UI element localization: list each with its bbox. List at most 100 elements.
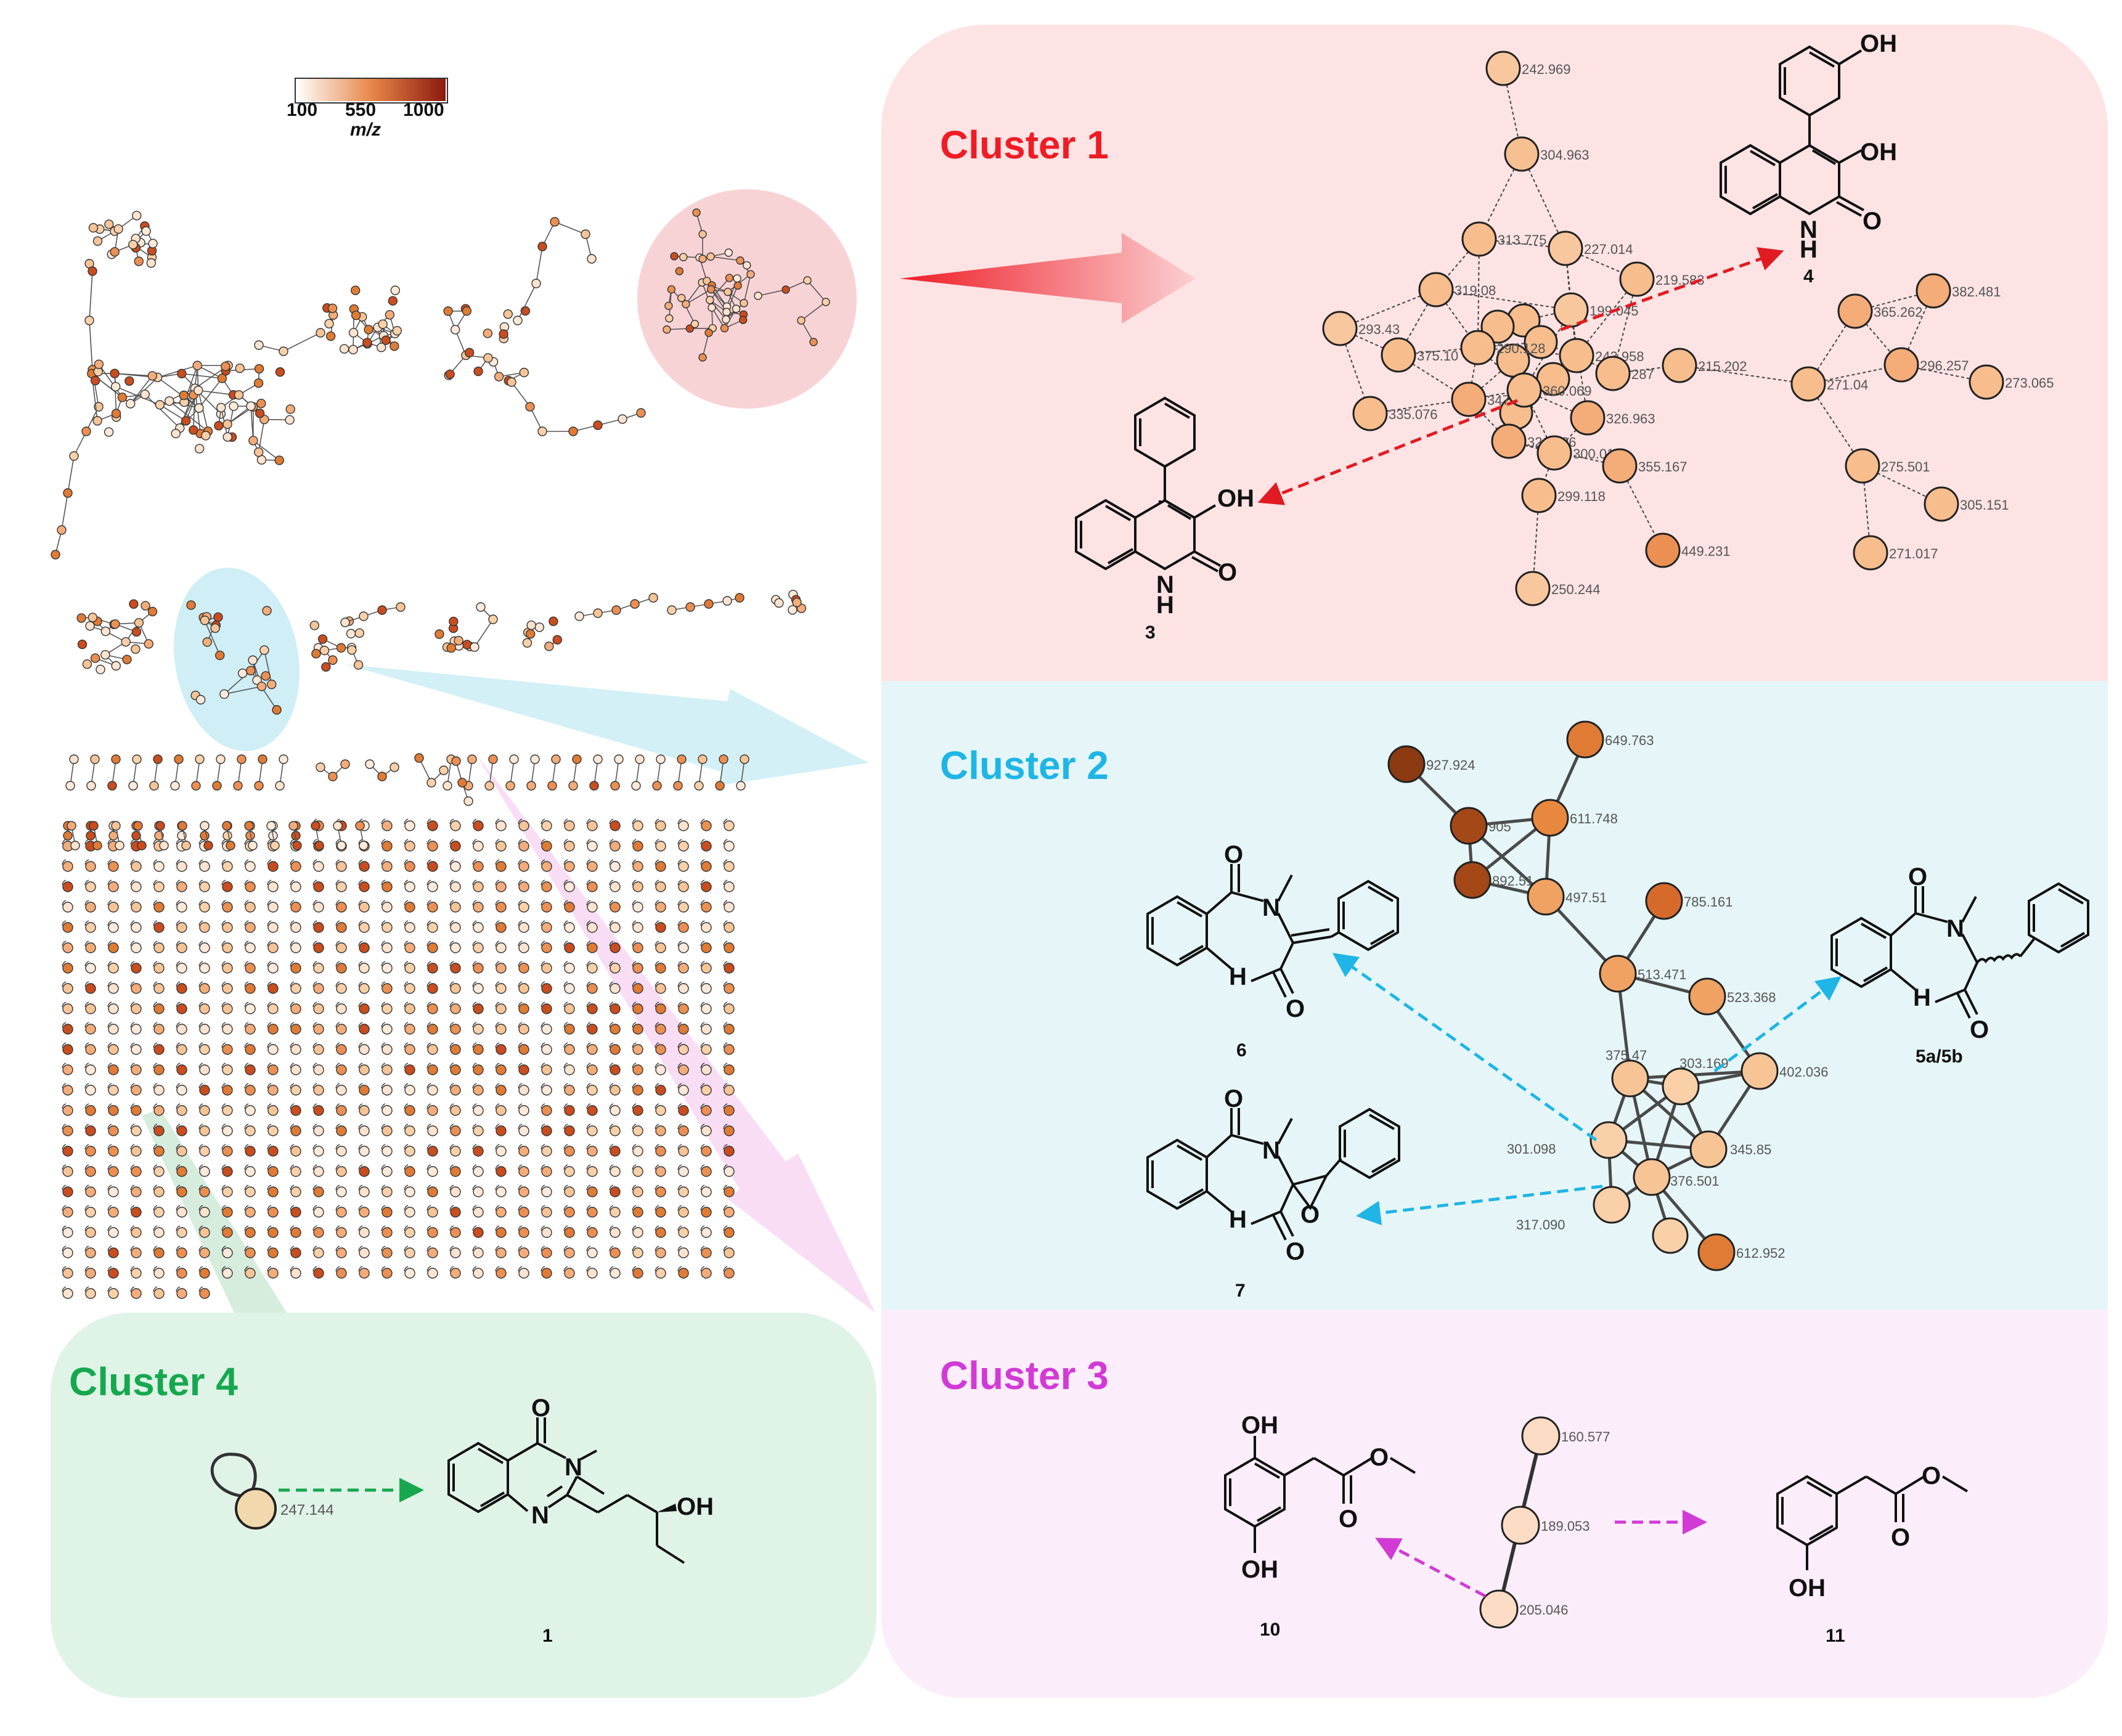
overview-node xyxy=(108,1064,119,1075)
overview-node xyxy=(359,922,370,933)
overview-self-loop xyxy=(335,1103,340,1109)
compound-number: 5a/5b xyxy=(1916,1046,1963,1067)
overview-self-loop xyxy=(221,1123,226,1130)
overview-self-loop xyxy=(541,1103,545,1109)
overview-node xyxy=(427,902,438,913)
overview-self-loop xyxy=(518,1225,523,1231)
overview-node xyxy=(473,820,484,831)
overview-self-loop xyxy=(267,1062,272,1069)
overview-self-loop xyxy=(312,1042,317,1048)
overview-node xyxy=(513,316,523,325)
overview-node xyxy=(131,1288,142,1299)
overview-self-loop xyxy=(62,1164,67,1170)
overview-self-loop xyxy=(335,1184,340,1191)
overview-node xyxy=(655,963,666,974)
overview-node xyxy=(678,841,689,852)
overview-self-loop xyxy=(426,879,431,886)
overview-self-loop xyxy=(381,1205,386,1211)
overview-node xyxy=(63,831,73,841)
overview-self-loop xyxy=(62,859,67,865)
overview-self-loop xyxy=(586,961,591,967)
overview-self-loop xyxy=(563,1245,568,1252)
overview-node xyxy=(359,1268,370,1279)
overview-node xyxy=(724,841,735,852)
overview-node xyxy=(245,1186,256,1197)
cluster2-node xyxy=(1662,1067,1700,1106)
overview-self-loop xyxy=(655,1144,659,1150)
overview-node xyxy=(724,820,735,831)
overview-node xyxy=(735,593,745,603)
overview-node xyxy=(678,922,689,933)
overview-node xyxy=(722,315,730,324)
overview-self-loop xyxy=(723,859,728,865)
overview-edge xyxy=(474,619,494,648)
overview-node xyxy=(404,1247,415,1258)
overview-node xyxy=(153,902,165,913)
overview-node xyxy=(610,781,620,791)
overview-node xyxy=(359,1227,370,1238)
overview-node xyxy=(632,1105,643,1116)
overview-self-loop xyxy=(586,1103,591,1109)
overview-self-loop xyxy=(586,900,591,906)
overview-self-loop xyxy=(221,1225,226,1231)
mol-label: OH xyxy=(1860,30,1897,57)
overview-self-loop xyxy=(84,1062,89,1069)
cluster1-node-label: 382.481 xyxy=(1952,284,2001,300)
overview-edge xyxy=(67,455,75,494)
overview-node xyxy=(134,617,144,628)
overview-node xyxy=(382,1146,393,1157)
overview-self-loop xyxy=(290,920,295,926)
overview-self-loop xyxy=(723,839,728,845)
cluster1-node xyxy=(1853,535,1888,571)
overview-edge xyxy=(807,280,826,303)
overview-node xyxy=(267,1166,279,1177)
cluster3-node-label: 160.577 xyxy=(1561,1429,1610,1445)
overview-node xyxy=(427,1105,438,1116)
overview-node xyxy=(518,1044,529,1055)
overview-node xyxy=(655,861,666,872)
overview-node xyxy=(632,1186,643,1197)
overview-self-loop xyxy=(723,1144,728,1150)
overview-node xyxy=(564,902,575,913)
overview-node xyxy=(587,820,598,831)
overview-node xyxy=(537,242,547,251)
overview-node xyxy=(427,1227,438,1238)
overview-self-loop xyxy=(426,1164,431,1170)
cluster4-node xyxy=(235,1488,277,1530)
overview-self-loop xyxy=(655,940,659,947)
overview-node xyxy=(631,781,641,791)
overview-node xyxy=(131,861,142,872)
overview-self-loop xyxy=(130,1205,135,1211)
cluster2-node xyxy=(1589,1121,1628,1159)
overview-node xyxy=(222,1003,233,1014)
overview-node xyxy=(199,963,210,974)
overview-self-loop xyxy=(426,1205,431,1211)
overview-self-loop xyxy=(677,961,682,967)
overview-self-loop xyxy=(312,1022,317,1028)
overview-node xyxy=(382,1207,393,1218)
overview-node xyxy=(655,1044,666,1055)
overview-node xyxy=(121,637,131,647)
overview-self-loop xyxy=(130,1042,135,1048)
overview-self-loop xyxy=(130,879,135,886)
overview-node xyxy=(473,1166,484,1177)
overview-edge xyxy=(710,256,741,261)
overview-edge xyxy=(181,373,222,379)
overview-self-loop xyxy=(244,839,249,845)
overview-node xyxy=(131,1247,142,1258)
overview-node xyxy=(450,1105,461,1116)
overview-node xyxy=(467,754,477,764)
overview-self-loop xyxy=(290,1144,295,1150)
overview-node xyxy=(655,841,666,852)
cluster2-node-label: 345.85 xyxy=(1730,1142,1771,1157)
overview-self-loop xyxy=(198,1164,203,1170)
cluster2-node xyxy=(1527,878,1565,916)
overview-node xyxy=(237,754,247,764)
colorbar xyxy=(295,78,448,104)
overview-node xyxy=(450,1186,461,1197)
overview-node xyxy=(111,409,121,418)
overview-node xyxy=(404,1227,415,1238)
overview-node xyxy=(199,1024,210,1035)
overview-self-loop xyxy=(495,1184,500,1191)
overview-self-loop xyxy=(84,1245,89,1252)
